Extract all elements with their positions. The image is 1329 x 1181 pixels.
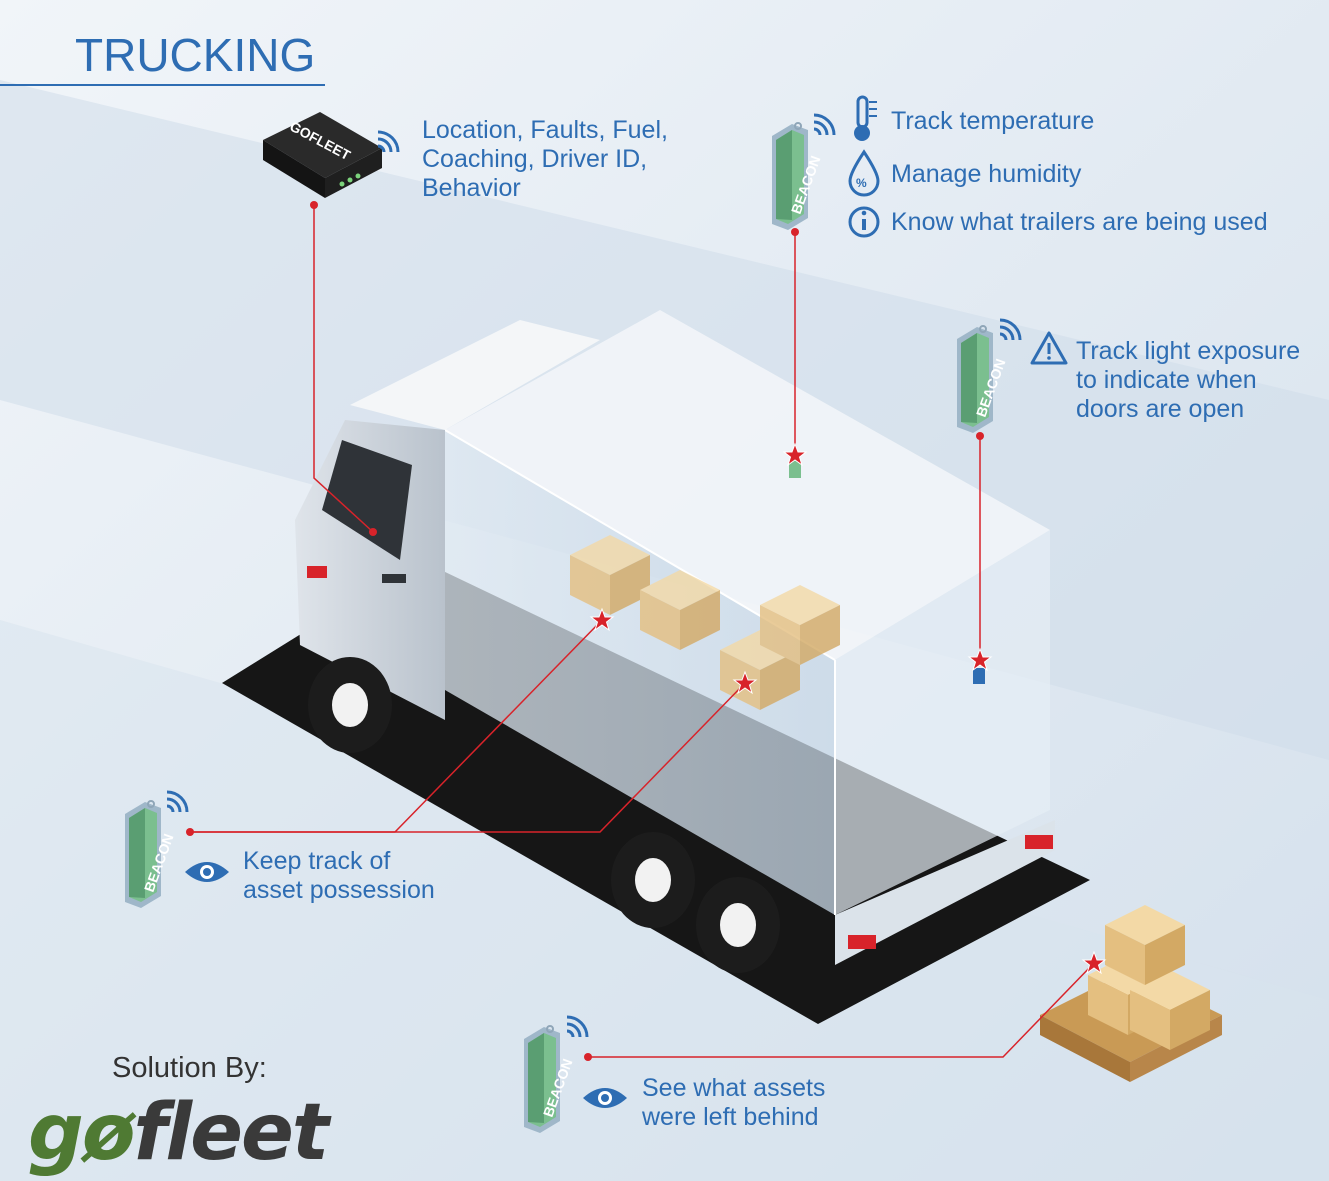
connector-dots — [186, 201, 984, 1061]
beacon-mounted-door — [973, 668, 985, 684]
eye-icon — [583, 1088, 627, 1108]
svg-text:%: % — [856, 176, 867, 190]
feature-light-exposure: Track light exposure to indicate when do… — [1076, 337, 1301, 423]
humidity-drop-icon: % — [848, 149, 880, 197]
beacon-top — [771, 122, 809, 231]
rear-bumper — [835, 820, 1055, 965]
tail-light-left — [848, 935, 876, 949]
tail-light-right — [1025, 835, 1053, 849]
gofleet-device: GOFLEET — [263, 112, 382, 198]
beacon-asset — [124, 800, 162, 909]
feature-trailer-usage: Know what trailers are being used — [891, 208, 1268, 236]
gofleet-logo: gøfleet — [28, 1088, 329, 1178]
title-underline — [0, 84, 325, 86]
warning-icon — [1030, 331, 1068, 365]
solution-by-label: Solution By: — [112, 1052, 267, 1084]
cargo-box — [444, 310, 1050, 915]
thermometer-icon — [854, 95, 877, 141]
pallet-left-behind — [1040, 905, 1222, 1082]
connector-lines — [190, 205, 1095, 1058]
logo-rest: fleet — [133, 1088, 329, 1178]
beacon-left-behind — [523, 1025, 561, 1134]
eye-icon — [185, 862, 229, 882]
feature-manage-humidity: Manage humidity — [891, 160, 1082, 188]
gofleet-features-text: Location, Faults, Fuel, Coaching, Driver… — [422, 116, 668, 202]
feature-asset-possession: Keep track of asset possession — [243, 847, 435, 904]
info-icon — [848, 206, 880, 238]
logo-prefix: gø — [28, 1088, 135, 1178]
feature-track-temperature: Track temperature — [891, 107, 1095, 135]
truck-wheels — [308, 657, 780, 973]
beacon-door — [956, 325, 994, 434]
feature-assets-left-behind: See what assets were left behind — [642, 1074, 826, 1131]
page-title: TRUCKING — [75, 29, 316, 81]
beacon-mounted-ceiling — [789, 460, 801, 478]
